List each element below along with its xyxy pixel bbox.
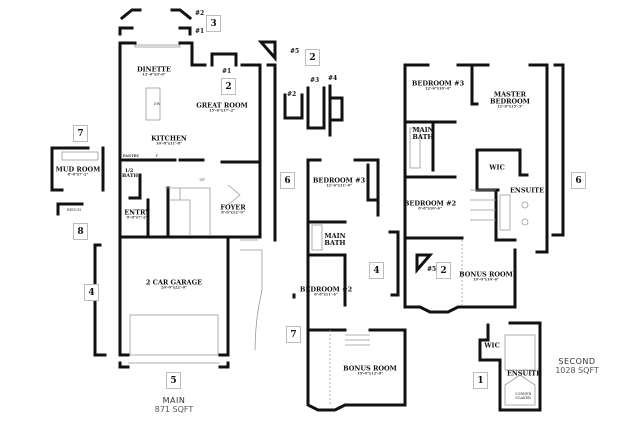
room-pantry: PANTRY <box>122 154 140 158</box>
room-name: 2 CAR GARAGE <box>145 278 203 287</box>
corner-soaker-label: CORNER SOAKER <box>514 392 532 400</box>
room-dimensions: 12'-6"x15'-3" <box>496 103 524 108</box>
floor-sqft: 1028 SQFT <box>555 366 599 375</box>
room-name: BEDROOM #2 <box>403 199 457 208</box>
option-marker-4[interactable]: 4 <box>84 284 99 301</box>
room-ensuite: ENSUITE <box>509 186 545 195</box>
room-dimensions: 19'-0"x10'-6" <box>472 277 500 282</box>
room-dimensions: 20'-0"x22'-0" <box>160 285 188 290</box>
option-marker-5[interactable]: 5 <box>166 372 181 389</box>
room-name: MASTER BEDROOM <box>490 90 531 106</box>
fireplace-option-5-label: #5 <box>290 48 300 55</box>
room-dimensions: 12'-6"x11'-0" <box>325 183 353 188</box>
room-name: BONUS ROOM <box>343 364 397 373</box>
room-dimensions: 19'-0"x12'-8" <box>356 371 384 376</box>
room-name: MUD ROOM <box>55 165 101 174</box>
option-marker-8[interactable]: 8 <box>73 223 88 240</box>
room-name: BEDROOM #3 <box>411 79 465 88</box>
room-name: GREAT ROOM <box>196 101 248 110</box>
room-dimensions: 15'-6"x17'-2" <box>208 108 236 113</box>
room-dimensions: 9'-8"x7'-2" <box>126 215 148 220</box>
option-marker-7[interactable]: 7 <box>73 125 88 142</box>
room-dimensions: 8'-8"x10'-6" <box>418 206 442 211</box>
option-marker-2[interactable]: 2 <box>436 262 451 279</box>
fireplace-option-4-label: #4 <box>328 75 338 82</box>
floor-title: SECOND <box>558 357 596 366</box>
label-fridge: F <box>155 154 159 158</box>
fireplace-option-5-label: #5 <box>427 266 437 273</box>
room-dimensions: 12'-0"x9'-6" <box>142 72 166 77</box>
label-stairs-up: UP <box>199 178 205 182</box>
option-marker-7[interactable]: 7 <box>286 326 301 343</box>
room-name: KITCHEN <box>151 134 187 143</box>
option-marker-1[interactable]: 1 <box>473 372 488 389</box>
option-marker-2[interactable]: 2 <box>305 49 320 66</box>
room-half-bath: 1/2 BATH <box>122 167 139 179</box>
option-marker-4[interactable]: 4 <box>369 262 384 279</box>
option-marker-2[interactable]: 2 <box>221 78 236 95</box>
fireplace-option-2-label: #2 <box>195 10 205 17</box>
label-bench: BENCH <box>67 208 81 212</box>
room-dimensions: 8'-6"x12'-9" <box>221 210 245 215</box>
room-name: DINETTE <box>137 65 171 74</box>
room-main-bath-option: MAIN BATH <box>324 232 346 247</box>
option-marker-6[interactable]: 6 <box>571 172 586 189</box>
room-dimensions: 10'-8"x11'-8" <box>155 141 183 146</box>
fireplace-option-1-label: #1 <box>195 28 205 35</box>
room-dimensions: 12'-6"x10'-4" <box>424 86 452 91</box>
fireplace-option-2-label: #2 <box>287 91 297 98</box>
room-name: ENTRY <box>124 208 150 217</box>
room-dimensions: 8'-8"x7'-2" <box>67 172 89 177</box>
room-name: BEDROOM #2 <box>299 285 353 294</box>
option-marker-6[interactable]: 6 <box>280 172 295 189</box>
floor-sqft: 871 SQFT <box>154 405 194 414</box>
label-dishwasher: DW <box>153 102 161 106</box>
room-main-bath: MAIN BATH <box>412 126 434 141</box>
fireplace-option-3-label: #3 <box>310 77 320 84</box>
room-wic-alt: WIC <box>484 341 500 350</box>
fireplace-option-1-label: #1 <box>222 68 232 75</box>
option-marker-3[interactable]: 3 <box>206 15 221 32</box>
room-ensuite-alt: ENSUITE <box>506 369 542 378</box>
floor-title: MAIN <box>162 396 186 405</box>
room-dimensions: 8'-8"x11'-4" <box>314 292 338 297</box>
room-name: BONUS ROOM <box>459 270 513 279</box>
room-name: BEDROOM #3 <box>312 176 366 185</box>
room-name: FOYER <box>220 203 246 212</box>
room-wic: WIC <box>489 163 505 172</box>
